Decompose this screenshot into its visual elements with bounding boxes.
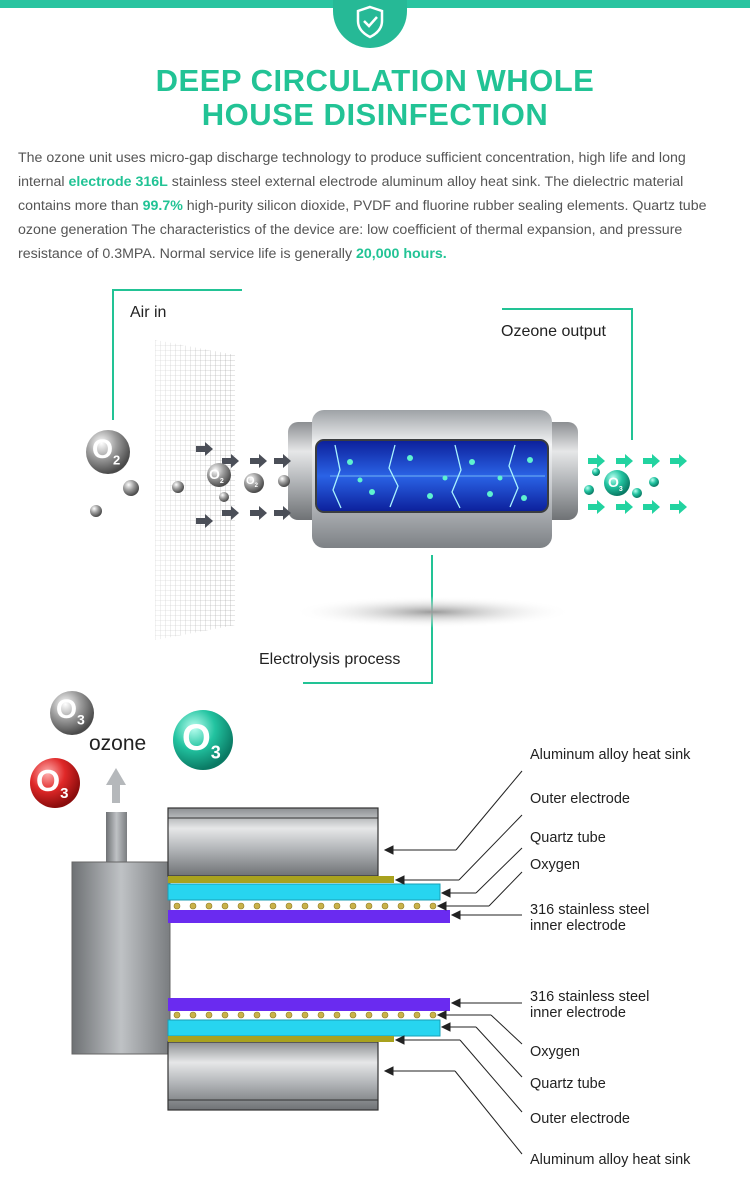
leader-lines-top	[383, 770, 523, 920]
label-quartz-tube-bottom: Quartz tube	[530, 1076, 606, 1092]
output-callout	[502, 308, 633, 440]
label-heat-sink-top: Aluminum alloy heat sink	[530, 747, 691, 763]
label-heat-sink-bottom: Aluminum alloy heat sink	[530, 1152, 691, 1168]
leader-lines-bottom	[383, 998, 523, 1155]
o3-big-molecules	[30, 691, 233, 808]
o2-symbol-small: O2	[246, 475, 258, 490]
ozone-label: ozone	[89, 732, 147, 755]
ozone-cylinder	[288, 410, 578, 548]
o2-symbol-big: O2	[92, 434, 121, 468]
o3-symbol-red: O3	[36, 763, 69, 803]
end-cap	[71, 861, 171, 1055]
o3-symbol-grey: O3	[56, 694, 85, 728]
label-oxygen-bottom: Oxygen	[530, 1044, 580, 1060]
label-inner-electrode-bottom-2: inner electrode	[530, 1005, 626, 1021]
page-title: DEEP CIRCULATION WHOLE HOUSE DISINFECTIO…	[155, 63, 595, 132]
label-outer-electrode-bottom: Outer electrode	[530, 1111, 630, 1127]
oxygen-dots-top	[173, 902, 437, 910]
o2-molecules	[86, 430, 290, 517]
label-oxygen-top: Oxygen	[530, 857, 580, 873]
up-arrow	[106, 768, 126, 803]
outer-electrode-top	[168, 876, 394, 883]
filter-mesh	[155, 340, 235, 640]
o3-symbol-out: O3	[608, 474, 623, 493]
electrolysis-label: Electrolysis process	[259, 651, 401, 668]
outflow-arrows	[588, 454, 687, 514]
air-in-callout	[112, 289, 242, 420]
o3-molecules-out	[584, 468, 659, 498]
label-inner-electrode-top-1: 316 stainless steel	[530, 902, 650, 918]
shield-check-icon	[356, 5, 384, 39]
outer-electrode-bottom	[168, 1036, 394, 1042]
ozone-output-label: Ozeone output	[501, 323, 606, 340]
label-quartz-tube-top: Quartz tube	[530, 830, 606, 846]
valve-stub	[106, 812, 127, 864]
label-outer-electrode-top: Outer electrode	[530, 791, 630, 807]
oxygen-dots-bottom	[173, 1011, 437, 1019]
cylinder-shadow	[293, 596, 573, 628]
label-inner-electrode-top-2: inner electrode	[530, 918, 626, 934]
air-in-label: Air in	[130, 304, 167, 321]
heat-sink-top	[167, 807, 379, 877]
description: The ozone unit uses micro-gap discharge …	[18, 150, 707, 262]
label-inner-electrode-bottom-1: 316 stainless steel	[530, 989, 650, 1005]
quartz-tube-bottom	[167, 1019, 441, 1037]
inflow-arrows	[196, 442, 291, 528]
inner-electrode-bottom	[168, 998, 450, 1011]
o3-symbol-teal: O3	[182, 717, 221, 763]
quartz-tube-top	[167, 883, 441, 901]
heat-sink-bottom	[167, 1041, 379, 1111]
inner-electrode-top	[168, 910, 450, 923]
o2-symbol-mid: O2	[209, 466, 224, 485]
